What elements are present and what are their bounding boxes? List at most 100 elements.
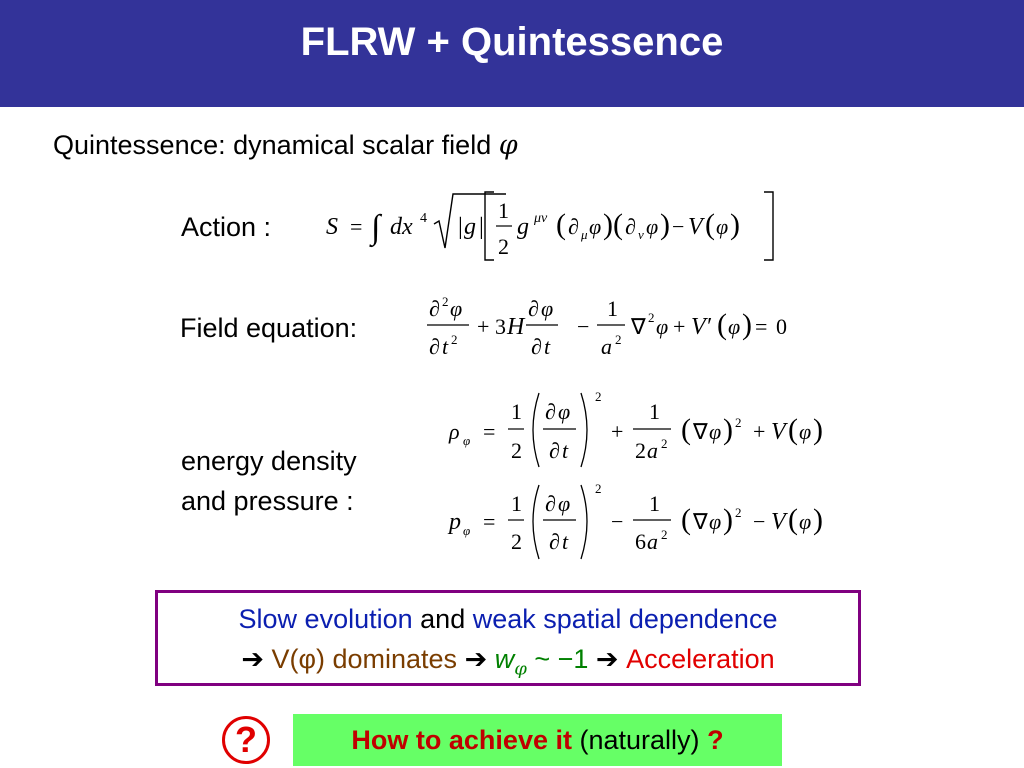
svg-text:ν: ν <box>638 227 644 242</box>
w-subscript: φ <box>514 658 527 680</box>
svg-text:S: S <box>326 214 338 240</box>
svg-text:V: V <box>771 509 788 535</box>
svg-text:1: 1 <box>511 491 522 516</box>
field-equation: ∂ 2 φ ∂ t 2 + 3 H ∂ φ ∂ t − 1 a 2 ∇ 2 φ … <box>427 294 787 359</box>
svg-text:φ: φ <box>709 509 721 534</box>
svg-text:+: + <box>753 419 765 444</box>
svg-text:φ: φ <box>709 419 721 444</box>
svg-text:μ: μ <box>580 227 588 242</box>
svg-text:1: 1 <box>649 491 660 516</box>
how-bold-text: How to achieve it <box>351 725 572 755</box>
energy-label-line2: and pressure : <box>181 486 354 516</box>
svg-text:2: 2 <box>735 415 742 430</box>
svg-text:φ: φ <box>646 214 658 239</box>
how-normal-text: (naturally) <box>579 725 700 755</box>
svg-text:): ) <box>723 413 733 446</box>
potential-dominates-text: V(φ) dominates <box>271 644 458 674</box>
arrow-icon: ➔ <box>464 644 488 674</box>
svg-text:2: 2 <box>442 294 449 309</box>
svg-text:(: ( <box>681 413 691 446</box>
svg-text:∂: ∂ <box>625 214 636 239</box>
action-label: Action : <box>181 212 272 242</box>
intro-symbol: φ <box>498 130 518 161</box>
svg-text:φ: φ <box>558 399 570 424</box>
svg-text:(: ( <box>788 413 798 446</box>
how-to-achieve-banner: How to achieve it (naturally) ? <box>293 714 782 766</box>
svg-text:∂: ∂ <box>429 296 440 321</box>
svg-text:2: 2 <box>615 332 622 347</box>
svg-text:g: g <box>464 214 476 240</box>
w-symbol: w <box>494 644 515 674</box>
svg-text:φ: φ <box>558 491 570 516</box>
svg-text:φ: φ <box>799 419 811 444</box>
svg-text:t: t <box>544 334 551 359</box>
svg-text:∂: ∂ <box>549 529 560 554</box>
svg-text:μν: μν <box>533 211 548 226</box>
acceleration-text: Acceleration <box>626 644 775 674</box>
svg-text:dx: dx <box>390 214 413 240</box>
svg-text:+: + <box>673 314 685 339</box>
svg-text:∇: ∇ <box>630 314 646 339</box>
slide-title: FLRW + Quintessence <box>300 20 724 64</box>
question-icon: ? <box>222 716 270 764</box>
svg-text:∇: ∇ <box>692 419 708 444</box>
svg-text:φ: φ <box>589 214 601 239</box>
svg-text:+: + <box>477 314 489 339</box>
conclusion-line-1: Slow evolution and weak spatial dependen… <box>158 599 858 639</box>
conclusion-box: Slow evolution and weak spatial dependen… <box>155 590 861 686</box>
svg-text:+: + <box>611 419 623 444</box>
svg-text:∫: ∫ <box>369 209 383 248</box>
svg-text:): ) <box>660 208 670 241</box>
svg-text:φ: φ <box>716 214 728 239</box>
svg-text:1: 1 <box>607 296 618 321</box>
svg-text:): ) <box>813 413 823 446</box>
svg-text:2: 2 <box>661 527 668 542</box>
svg-text:2: 2 <box>511 529 522 554</box>
svg-text:−: − <box>672 214 684 239</box>
svg-text:a: a <box>601 334 612 359</box>
svg-text:(: ( <box>788 503 798 536</box>
field-equation-label: Field equation: <box>180 313 358 343</box>
svg-text:V: V <box>771 419 788 445</box>
svg-text:V: V <box>688 214 705 240</box>
svg-text:1: 1 <box>511 399 522 424</box>
svg-text:−: − <box>577 314 589 339</box>
svg-text:2: 2 <box>451 332 458 347</box>
svg-text:): ) <box>742 308 752 341</box>
svg-text:6: 6 <box>635 529 646 554</box>
svg-text:H: H <box>506 314 526 340</box>
pressure-equation: p φ = 1 2 ∂ φ ∂ t 2 − 1 6 a 2 ( ∇ φ ) 2 … <box>447 481 823 560</box>
svg-text:(: ( <box>717 308 727 341</box>
svg-text:2: 2 <box>511 438 522 463</box>
action-equation: S = ∫ dx 4 | g | 1 2 g μν ( ∂ μ φ )( ∂ ν… <box>326 191 774 261</box>
svg-text:): ) <box>813 503 823 536</box>
svg-text:p: p <box>447 509 461 535</box>
svg-text:=: = <box>483 419 495 444</box>
svg-text:φ: φ <box>541 296 553 321</box>
svg-text:φ: φ <box>799 509 811 534</box>
svg-text:∂: ∂ <box>429 334 440 359</box>
svg-text:φ: φ <box>656 314 668 339</box>
weak-spatial-text: weak spatial dependence <box>472 604 778 634</box>
svg-text:1: 1 <box>649 399 660 424</box>
svg-text:a: a <box>647 438 658 463</box>
svg-text:∂: ∂ <box>568 214 579 239</box>
svg-text:t: t <box>442 334 449 359</box>
svg-text:φ: φ <box>450 296 462 321</box>
svg-text:φ: φ <box>463 433 470 448</box>
svg-text:∂: ∂ <box>545 491 556 516</box>
svg-text:=: = <box>483 509 495 534</box>
svg-text:2: 2 <box>595 389 602 404</box>
svg-text:g: g <box>517 214 529 240</box>
svg-text:t: t <box>562 438 569 463</box>
svg-text:φ: φ <box>463 523 470 538</box>
arrow-icon: ➔ <box>241 644 264 674</box>
svg-text:−: − <box>753 509 765 534</box>
svg-text:2: 2 <box>735 505 742 520</box>
svg-text:V′: V′ <box>691 314 712 340</box>
svg-text:): ) <box>730 208 740 241</box>
energy-label-line1: energy density <box>181 446 357 476</box>
title-bar <box>0 0 1024 107</box>
arrow-icon: ➔ <box>595 644 619 674</box>
svg-text:)(: )( <box>603 208 623 241</box>
